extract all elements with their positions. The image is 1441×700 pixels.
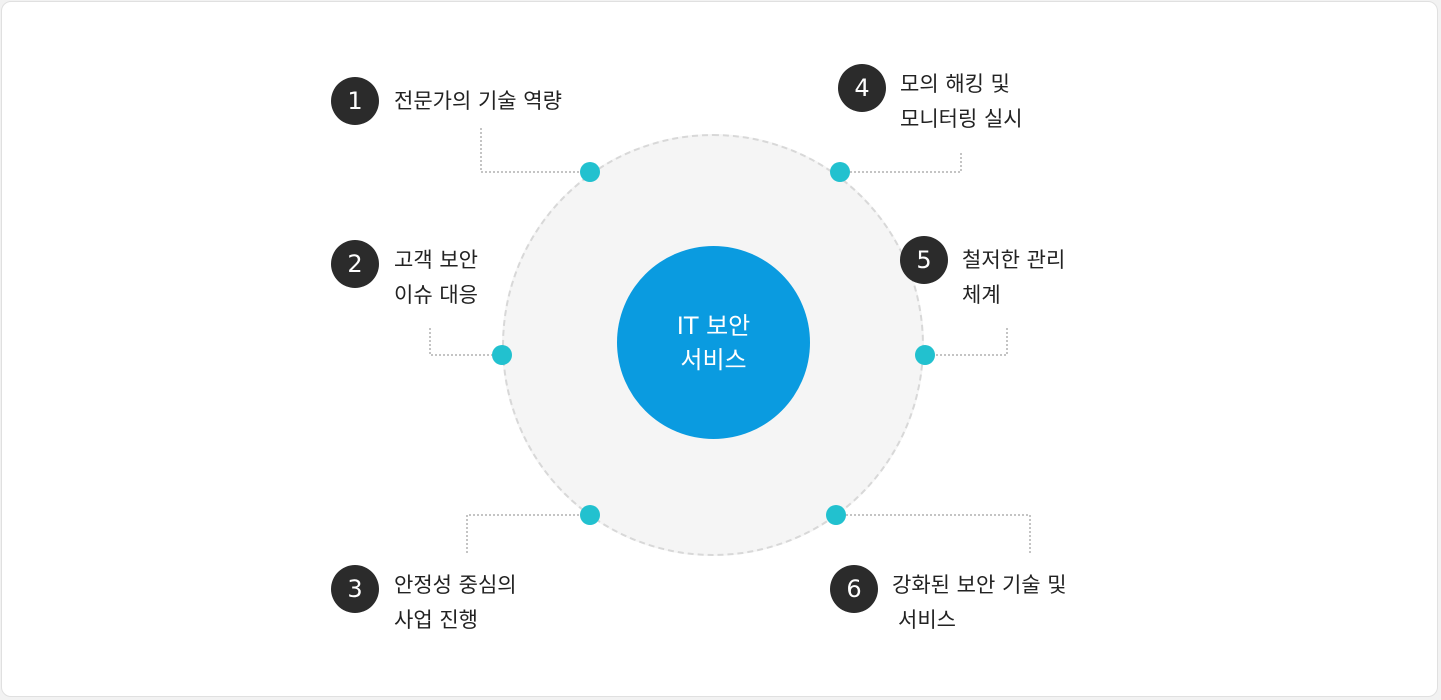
number-badge-5: 5 bbox=[900, 236, 948, 284]
connector-2 bbox=[429, 328, 502, 356]
center-title-line1: IT 보안 bbox=[676, 311, 751, 340]
item-5-line2: 체계 bbox=[962, 283, 1001, 307]
node-dot-2 bbox=[492, 345, 512, 365]
item-label-5: 철저한 관리 체계 bbox=[962, 243, 1065, 313]
item-label-4: 모의 해킹 및 모니터링 실시 bbox=[900, 67, 1023, 137]
item-4-line2: 모니터링 실시 bbox=[900, 107, 1023, 131]
center-title-line2: 서비스 bbox=[680, 345, 747, 374]
node-dot-3 bbox=[580, 505, 600, 525]
number-badge-6: 6 bbox=[830, 565, 878, 613]
item-5-line1: 철저한 관리 bbox=[962, 248, 1066, 272]
node-dot-1 bbox=[580, 162, 600, 182]
item-label-6: 강화된 보안 기술 및 서비스 bbox=[892, 568, 1067, 638]
number-badge-3: 3 bbox=[331, 565, 379, 613]
item-6-line1: 강화된 보안 기술 및 bbox=[892, 573, 1067, 597]
connector-1 bbox=[480, 128, 590, 173]
item-3-line1: 안정성 중심의 bbox=[394, 573, 517, 597]
item-label-1: 전문가의 기술 역량 bbox=[394, 84, 562, 119]
item-label-2: 고객 보안 이슈 대응 bbox=[394, 243, 478, 313]
connector-3 bbox=[466, 514, 590, 553]
item-2-line2: 이슈 대응 bbox=[394, 283, 478, 307]
number-badge-4: 4 bbox=[838, 64, 886, 112]
item-1-line1: 전문가의 기술 역량 bbox=[394, 89, 562, 113]
item-4-line1: 모의 해킹 및 bbox=[900, 72, 1010, 96]
item-3-line2: 사업 진행 bbox=[394, 608, 478, 632]
number-badge-1: 1 bbox=[331, 77, 379, 125]
connector-6 bbox=[836, 514, 1031, 553]
connector-4 bbox=[840, 153, 962, 173]
node-dot-6 bbox=[826, 505, 846, 525]
node-dot-5 bbox=[915, 345, 935, 365]
node-dot-4 bbox=[830, 162, 850, 182]
item-label-3: 안정성 중심의 사업 진행 bbox=[394, 568, 517, 638]
item-2-line1: 고객 보안 bbox=[394, 248, 478, 272]
center-circle: IT 보안 서비스 bbox=[617, 246, 810, 439]
number-badge-2: 2 bbox=[331, 240, 379, 288]
item-6-line2: 서비스 bbox=[898, 608, 956, 632]
connector-5 bbox=[925, 328, 1008, 356]
